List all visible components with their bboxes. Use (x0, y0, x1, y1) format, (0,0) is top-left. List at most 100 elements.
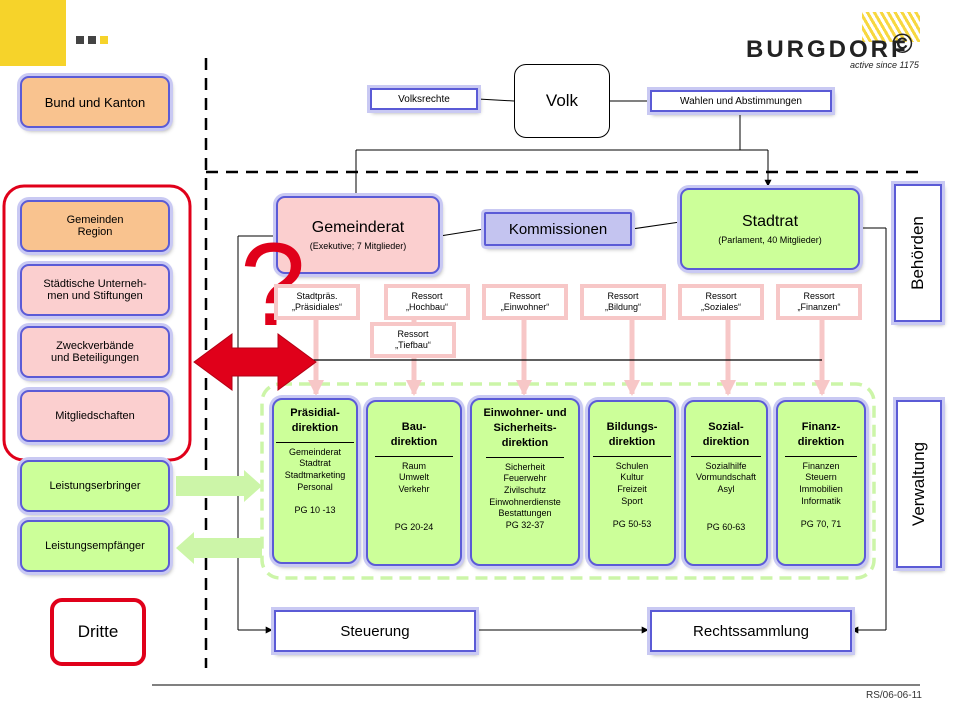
gemeinderat-title: Gemeinderat (311, 219, 405, 236)
title-line: Sicherheits- (493, 421, 557, 434)
mitgliedschaften-label: Mitgliedschaften (55, 410, 135, 422)
item-line: Asyl (717, 484, 735, 495)
ressort-line: „Soziales“ (700, 302, 741, 312)
ressort-line: Ressort (397, 329, 429, 340)
item-line: Bestattungen (498, 508, 552, 519)
direktion-items: Raum Umwelt Verkehr (368, 461, 460, 496)
mitgliedschaften-box: Mitgliedschaften (20, 390, 170, 442)
direktion-items: Sicherheit Feuerwehr Zivilschutz Einwohn… (472, 462, 578, 520)
title-line: direktion (501, 436, 549, 449)
title-line: direktion (797, 435, 845, 448)
bund-und-kanton-label: Bund und Kanton (44, 94, 146, 110)
item-line: Steuern (805, 472, 837, 483)
title-line: Einwohner- und (483, 407, 567, 419)
ressort-line: „Hochbau“ (405, 302, 449, 312)
title-line: direktion (291, 421, 339, 434)
verwaltung-label: Verwaltung (909, 441, 928, 527)
staedtische-unternehmen-box: Städtische Unterneh- men und Stiftungen (20, 264, 170, 316)
direktion-items: Sozialhilfe Vormundschaft Asyl (686, 461, 766, 496)
item-line: Sicherheit (504, 461, 546, 472)
title-line: direktion (702, 435, 750, 448)
direktion-finanz: Finanz- direktion Finanzen Steuern Immob… (776, 400, 866, 566)
burgdorf-logo: BURGDORF © active since 1175 (742, 10, 952, 70)
ressort-line: „Präsidiales“ (291, 302, 342, 312)
item-line: Feuerwehr (503, 473, 547, 484)
item-line: Stadtmarketing (284, 470, 346, 481)
dot-decoration (88, 36, 96, 44)
direktion-title: Bau- direktion (368, 420, 460, 450)
divider (486, 456, 564, 458)
dot-decoration (76, 36, 84, 44)
divider (691, 455, 761, 457)
behoerden-box: Behörden (894, 184, 942, 322)
item-line: Vormundschaft (695, 472, 757, 483)
divider (593, 455, 671, 457)
direktion-title: Einwohner- und Sicherheits- direktion (472, 406, 578, 451)
leistungsempfaenger-box: Leistungsempfänger (20, 520, 170, 572)
steuerung-box: Steuerung (274, 610, 476, 652)
item-line: Kultur (620, 472, 644, 483)
kommissionen-box: Kommissionen (484, 212, 632, 246)
ressort-line: Ressort (705, 291, 737, 302)
ressort-einwohner: Ressort „Einwohner“ (482, 284, 568, 320)
item-line: Finanzen (802, 460, 840, 471)
ressort-soziales: Ressort „Soziales“ (678, 284, 764, 320)
item-line: Einwohnerdienste (489, 496, 561, 507)
volksrechte-label: Volksrechte (398, 93, 450, 105)
direktion-title: Sozial- direktion (686, 420, 766, 450)
dot-decoration (100, 36, 108, 44)
divider (785, 455, 857, 457)
steuerung-label: Steuerung (340, 622, 410, 640)
ressort-line: „Finanzen“ (797, 302, 841, 312)
dritte-label: Dritte (77, 622, 119, 641)
ressort-finanzen: Ressort „Finanzen“ (776, 284, 862, 320)
zweck-line-2: und Beteiligungen (50, 352, 140, 364)
footer-reference: RS/06-06-11 (866, 690, 922, 701)
item-line: Personal (297, 481, 333, 492)
leistungserbringer-box: Leistungserbringer (20, 460, 170, 512)
volksrechte-box: Volksrechte (370, 88, 478, 110)
wahlen-box: Wahlen und Abstimmungen (650, 90, 832, 112)
title-line: Bildungs- (606, 421, 658, 433)
ressort-tiefbau: Ressort „Tiefbau“ (370, 322, 456, 358)
product-group: PG 50-53 (612, 519, 652, 530)
item-line: Gemeinderat (288, 446, 342, 457)
item-line: Sport (621, 495, 643, 506)
leistungserbringer-label: Leistungserbringer (49, 480, 141, 492)
ressort-praesidiales: Stadtpräs. „Präsidiales“ (274, 284, 360, 320)
logo-name: BURGDORF (746, 36, 909, 63)
stadtrat-title: Stadtrat (741, 213, 799, 230)
ressort-line: Ressort (509, 291, 541, 302)
unternehmen-line-2: men und Stiftungen (47, 290, 143, 302)
zweck-line-1: Zweckverbände (56, 340, 134, 352)
title-line: direktion (608, 435, 656, 448)
leistungsempfaenger-label: Leistungsempfänger (45, 540, 145, 552)
item-line: Freizeit (617, 484, 647, 495)
rechtssammlung-label: Rechtssammlung (693, 622, 809, 640)
product-group: PG 10 -13 (294, 505, 336, 516)
direktion-items: Finanzen Steuern Immobilien Informatik (778, 461, 864, 508)
product-group: PG 60-63 (706, 521, 746, 532)
stadtrat-sub: (Parlament, 40 Mitglieder) (718, 235, 822, 245)
ressort-hochbau: Ressort „Hochbau“ (384, 284, 470, 320)
direktion-items: Gemeinderat Stadtrat Stadtmarketing Pers… (274, 447, 356, 494)
direktion-title: Präsidial- direktion (274, 406, 356, 436)
direktion-sozial: Sozial- direktion Sozialhilfe Vormundsch… (684, 400, 768, 566)
ressort-line: „Tiefbau“ (395, 340, 431, 350)
gemeinden-label: Gemeinden (66, 214, 124, 226)
ressort-line: „Einwohner“ (500, 302, 550, 312)
logo-mark: © (892, 28, 913, 59)
wahlen-label: Wahlen und Abstimmungen (680, 95, 802, 107)
gemeinden-region-box: Gemeinden Region (20, 200, 170, 252)
direktion-title: Finanz- direktion (778, 420, 864, 450)
product-group: PG 32-37 (505, 519, 545, 530)
item-line: Informatik (801, 495, 841, 506)
title-line: Sozial- (708, 421, 744, 433)
item-line: Stadtrat (299, 458, 331, 469)
logo-scribble (862, 12, 920, 42)
ressort-line: Ressort (411, 291, 443, 302)
ressort-line: Stadtpräs. (296, 291, 338, 302)
ressort-line: „Bildung“ (604, 302, 642, 312)
direktion-bildung: Bildungs- direktion Schulen Kultur Freiz… (588, 400, 676, 566)
